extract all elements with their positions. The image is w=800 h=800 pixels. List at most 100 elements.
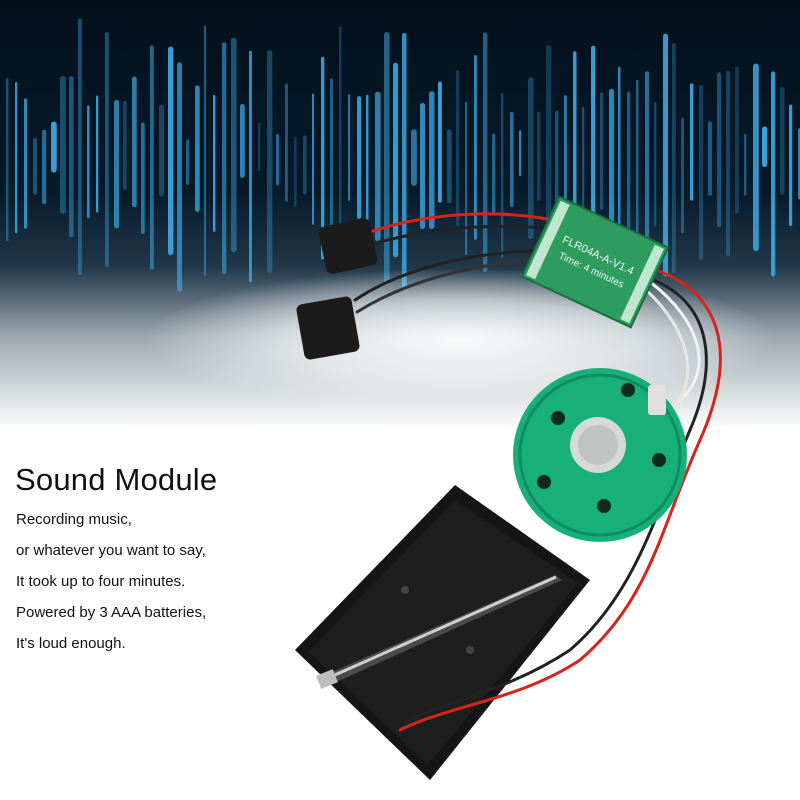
sound-bar <box>411 129 417 186</box>
sound-bar <box>96 95 99 213</box>
sound-bar <box>438 81 442 203</box>
sound-bar <box>330 78 334 259</box>
sound-bar <box>204 25 207 276</box>
sound-bar <box>33 137 37 195</box>
sound-bar <box>699 85 704 261</box>
sound-bar <box>483 32 488 273</box>
sound-bar <box>636 79 639 245</box>
caption-line: Powered by 3 AAA batteries, <box>16 604 207 621</box>
sound-bar <box>42 129 47 205</box>
sound-bar <box>492 133 496 213</box>
sound-bar <box>555 110 559 213</box>
sound-bar <box>114 99 120 229</box>
sound-bar <box>150 45 154 270</box>
sound-bar <box>276 134 280 186</box>
sound-bar <box>258 122 261 171</box>
sound-wave-banner <box>0 0 800 430</box>
sound-bar <box>591 45 596 245</box>
sound-bar <box>168 46 174 256</box>
sound-bar <box>348 94 351 201</box>
sound-bar <box>132 76 137 208</box>
sound-bar <box>177 62 182 292</box>
sound-bar <box>735 66 739 214</box>
sound-bar <box>753 63 759 252</box>
sound-bar <box>501 93 504 259</box>
sound-bar <box>771 71 776 277</box>
product-caption: Sound Module Recording music, or whateve… <box>15 462 275 665</box>
sound-bar <box>60 75 66 214</box>
caption-line: It took up to four minutes. <box>16 573 186 590</box>
sound-bar <box>537 111 541 201</box>
sound-bar <box>600 92 604 210</box>
caption-line: It's loud enough. <box>16 635 126 652</box>
sound-bar <box>294 136 297 207</box>
sound-bar <box>321 56 325 260</box>
sound-bar <box>105 32 109 267</box>
sound-bar <box>123 100 127 191</box>
sound-bar <box>393 62 399 258</box>
sensor-clip-upper <box>318 218 378 274</box>
sound-bar <box>24 98 28 229</box>
sound-bar <box>267 50 273 273</box>
sound-bar <box>339 26 342 261</box>
light-glow <box>150 270 770 410</box>
sound-bar <box>87 105 90 219</box>
sound-bar <box>708 121 712 196</box>
sound-bar <box>510 111 514 207</box>
sound-bar <box>717 72 722 228</box>
sound-bar <box>465 101 468 255</box>
sound-bar <box>546 44 552 246</box>
caption-title: Sound Module <box>15 462 218 497</box>
sound-bar <box>375 91 381 242</box>
sound-bar <box>789 104 793 226</box>
sound-bar <box>222 42 227 275</box>
power-wires <box>398 266 722 732</box>
sound-bar <box>690 83 694 201</box>
sound-bar <box>141 122 145 234</box>
sound-bar <box>645 71 650 275</box>
sound-bar <box>582 106 585 238</box>
sound-wave-bars <box>6 18 800 300</box>
sound-bar <box>51 121 57 173</box>
sound-bar <box>78 18 82 276</box>
caption-line: or whatever you want to say, <box>16 542 206 559</box>
sound-bar <box>429 91 435 229</box>
sound-bar <box>780 86 785 195</box>
sound-bar <box>231 37 237 253</box>
sound-bar <box>15 82 18 234</box>
sound-bar <box>519 130 522 177</box>
caption-line: Recording music, <box>16 511 132 528</box>
sound-bar <box>456 69 460 227</box>
sound-bar <box>402 32 407 291</box>
sound-bar <box>726 70 730 257</box>
sound-bar <box>447 129 452 204</box>
speaker <box>513 368 687 542</box>
sound-bar <box>384 31 390 285</box>
sound-bar <box>285 83 288 202</box>
sensor-clip-lower <box>296 296 360 360</box>
sound-bar <box>357 96 362 220</box>
sound-bar <box>528 77 534 240</box>
sound-bar <box>681 117 684 234</box>
sound-bar <box>420 103 426 230</box>
sound-bar <box>366 94 369 228</box>
sound-bar <box>159 104 164 197</box>
sound-bar <box>474 55 477 240</box>
sound-bar <box>663 33 669 277</box>
sound-bar <box>195 85 200 212</box>
battery-box <box>295 485 590 780</box>
sound-bar <box>6 77 9 242</box>
sound-bar <box>672 42 676 274</box>
sound-bar <box>249 50 252 283</box>
sound-bar <box>303 135 307 195</box>
pcb-board: FLR04A-A-V1.4 Time: 4 minutes <box>520 195 670 329</box>
sound-bar <box>627 91 631 266</box>
sound-bar <box>186 139 190 185</box>
sound-bar <box>618 66 621 236</box>
sound-bar <box>762 126 768 168</box>
sound-bar <box>69 76 74 238</box>
sound-bar <box>213 94 216 232</box>
sound-bar <box>240 103 245 178</box>
sound-bar <box>312 93 315 225</box>
